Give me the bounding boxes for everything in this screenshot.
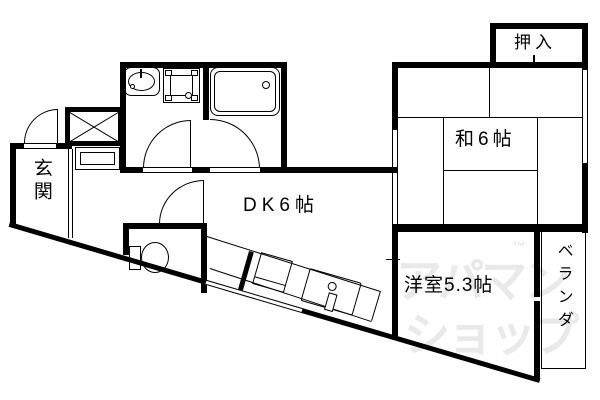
washbasin-drain bbox=[130, 84, 135, 89]
stove-inner-line bbox=[254, 276, 286, 286]
wall-toilet-right bbox=[201, 223, 207, 293]
tatami-line-v3 bbox=[537, 117, 538, 224]
wall-washitsu-bottom bbox=[392, 224, 588, 232]
room-label-washitsu: 和6帖 bbox=[455, 129, 516, 150]
door-opening-bath bbox=[210, 167, 260, 173]
bath-door-arc bbox=[210, 119, 260, 169]
washbasin-faucet bbox=[140, 69, 142, 78]
wall-kitchen-partition bbox=[237, 251, 254, 294]
wall-toilet-left bbox=[123, 223, 129, 255]
washer-tab-bl bbox=[165, 95, 172, 101]
washer-pan-inner bbox=[170, 75, 193, 96]
wall-youshitsu-left bbox=[392, 228, 398, 336]
window-kitchen bbox=[205, 279, 303, 313]
washer-tab-tr bbox=[191, 70, 198, 76]
wall-toilet-top bbox=[123, 223, 207, 229]
entry-door-leaf bbox=[57, 109, 58, 143]
washer-drain bbox=[185, 92, 192, 99]
tick-youshitsu-wall bbox=[386, 259, 400, 260]
wall-oshiire-left bbox=[490, 23, 496, 68]
tatami-line-h2 bbox=[443, 170, 537, 171]
washroom-door-arc bbox=[143, 120, 191, 168]
wall-bath-divider bbox=[203, 62, 209, 120]
sliding-door-washitsu bbox=[392, 130, 398, 224]
wall-bath-left bbox=[120, 62, 126, 173]
washer-tab-tl bbox=[165, 70, 172, 76]
tatami-line-v1 bbox=[489, 68, 490, 117]
washroom-door-leaf bbox=[190, 120, 191, 168]
bathtub-inner bbox=[214, 71, 276, 112]
tatami-line-h1 bbox=[398, 117, 582, 118]
wall-bath-right bbox=[281, 62, 287, 173]
window-joint-veranda bbox=[534, 297, 540, 301]
washer-tab-br bbox=[191, 95, 198, 101]
wall-genkan-top-b bbox=[56, 143, 72, 149]
wall-genkan-left bbox=[10, 143, 16, 225]
room-label-youshitsu: 洋室5.3帖 bbox=[404, 275, 494, 296]
bathtub-drain bbox=[262, 81, 270, 89]
door-opening-washroom bbox=[143, 167, 192, 173]
wall-washitsu-left bbox=[392, 62, 398, 130]
wall-oshiire-top bbox=[490, 23, 588, 29]
entry-threshold bbox=[24, 143, 56, 149]
room-label-dk: DK6帖 bbox=[243, 195, 319, 216]
room-label-veranda: ベランダ bbox=[554, 242, 572, 334]
toilet-door-arc bbox=[159, 180, 204, 224]
entry-door-arc bbox=[24, 109, 58, 143]
wall-veranda-left bbox=[534, 228, 540, 378]
shoe-cabinet-inner bbox=[80, 152, 115, 165]
counter-right-edge bbox=[371, 291, 381, 321]
storage-xbox bbox=[65, 107, 123, 146]
stove-icon bbox=[252, 252, 293, 293]
room-label-oshiire: 押入 bbox=[514, 33, 556, 52]
room-label-genkan: 玄関 bbox=[30, 158, 52, 204]
window-washitsu-right bbox=[582, 70, 588, 163]
watermark-line2: ショップ bbox=[404, 309, 579, 361]
wall-genkan-top-a bbox=[10, 143, 24, 149]
toilet-door-leaf bbox=[203, 180, 204, 224]
tick-washitsu-top bbox=[533, 55, 535, 62]
watermark-tm-mark: ™ bbox=[512, 238, 526, 254]
genkan-step-divider bbox=[68, 149, 73, 238]
